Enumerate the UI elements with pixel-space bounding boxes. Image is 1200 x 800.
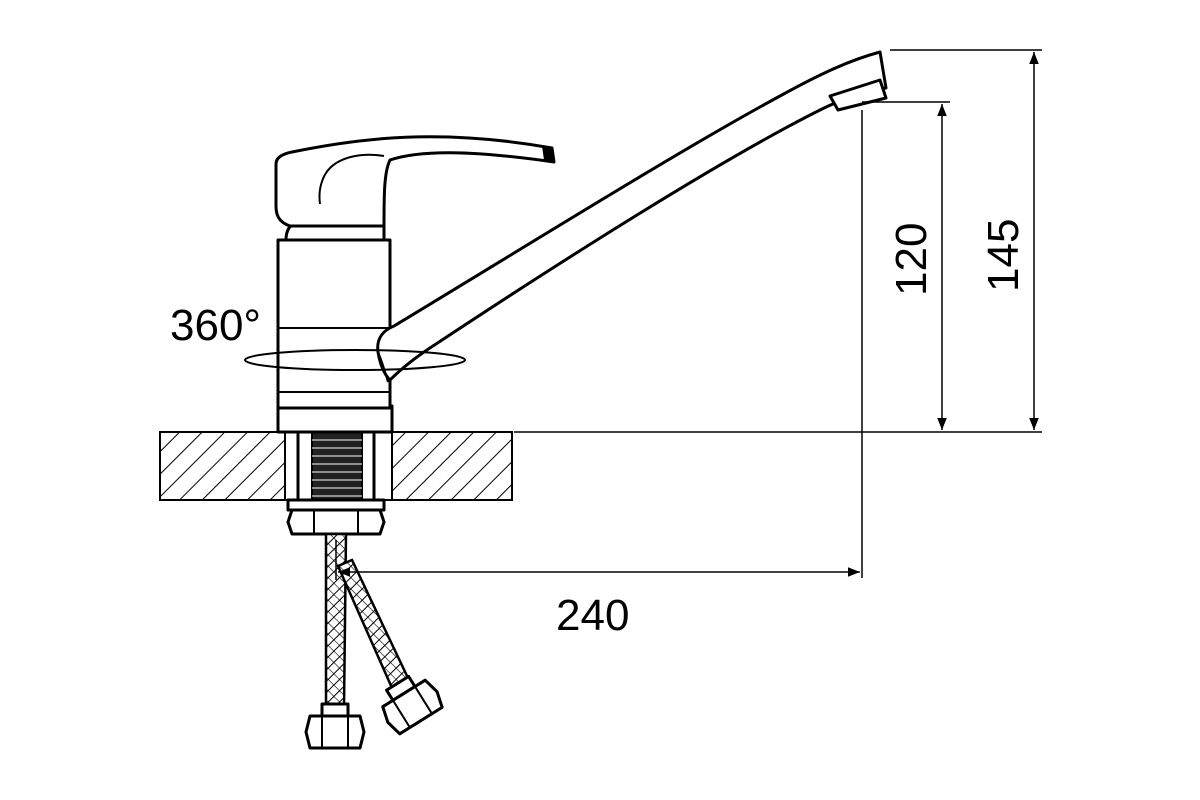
swivel-spout (376, 50, 888, 383)
total-height-label: 145 (979, 219, 1028, 292)
fixing-nut (286, 508, 386, 536)
countertop-section (159, 431, 513, 501)
supply-hoses (324, 532, 410, 710)
dimension-spout-height: 120 (887, 104, 947, 430)
spout-reach-label: 240 (556, 591, 629, 640)
extension-lines (335, 49, 1042, 580)
rotation-label: 360° (170, 301, 261, 350)
mounting-stud (286, 428, 386, 512)
dimension-total-height: 145 (979, 52, 1039, 430)
hose-fitting-right (381, 674, 444, 736)
dimension-spout-reach: 240 (338, 567, 860, 640)
rotation-indicator: 360° (170, 301, 466, 371)
faucet-body (276, 220, 394, 434)
lever-handle (274, 135, 556, 228)
hose-fitting-left (304, 702, 366, 750)
spout-height-label: 120 (887, 223, 936, 296)
